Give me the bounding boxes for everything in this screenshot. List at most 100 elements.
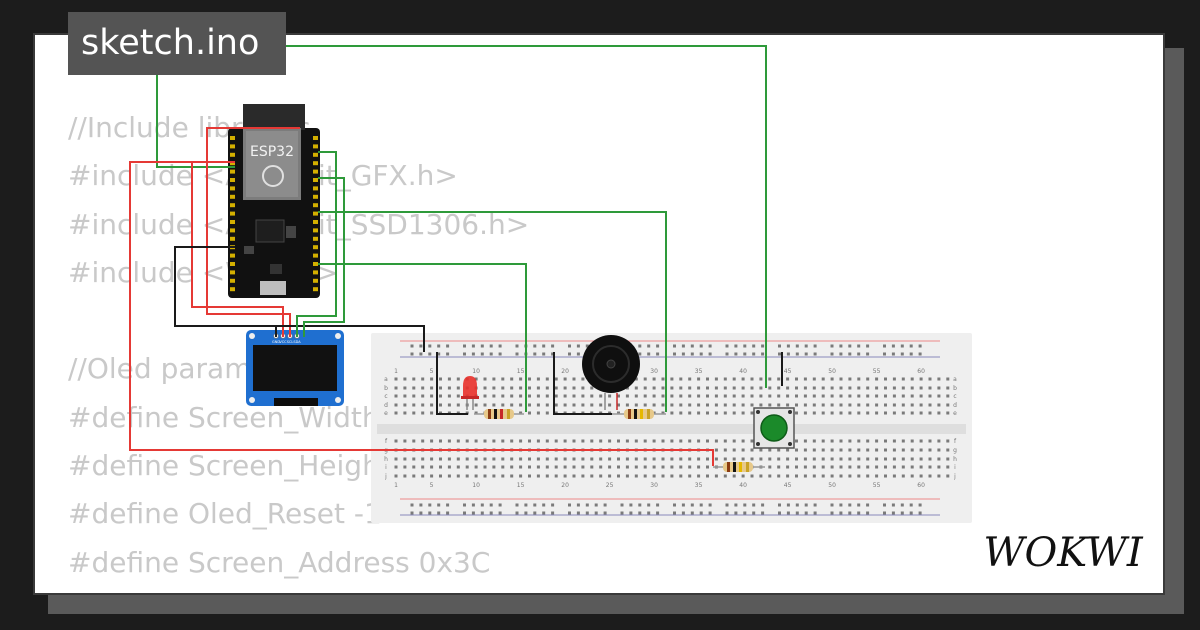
breadboard-hole: [430, 411, 434, 415]
breadboard-hole: [866, 386, 870, 390]
breadboard-hole: [892, 439, 896, 443]
rail-hole: [891, 344, 895, 348]
breadboard-hole: [910, 377, 914, 381]
breadboard-hole: [875, 457, 879, 461]
breadboard-hole: [830, 465, 834, 469]
breadboard-hole: [421, 457, 425, 461]
breadboard-hole: [492, 439, 496, 443]
breadboard-hole: [795, 386, 798, 390]
breadboard-hole: [652, 474, 656, 478]
breadboard-hole: [608, 439, 612, 443]
breadboard-hole: [812, 465, 816, 469]
rail-hole: [551, 344, 555, 348]
breadboard-hole: [483, 457, 487, 461]
breadboard-hole: [652, 439, 656, 443]
breadboard-hole: [679, 394, 683, 398]
breadboard-hole: [608, 457, 612, 461]
rail-hole: [690, 503, 694, 507]
breadboard-hole: [688, 403, 692, 407]
breadboard-hole: [492, 457, 496, 461]
breadboard-hole: [394, 457, 398, 461]
breadboard-hole: [563, 457, 567, 461]
column-number: 20: [561, 368, 569, 375]
rail-hole: [568, 503, 571, 507]
rail-hole: [804, 503, 808, 507]
rail-hole: [480, 352, 484, 356]
wires: [129, 45, 783, 466]
breadboard-hole: [866, 394, 870, 398]
breadboard-hole: [706, 439, 709, 443]
rail-hole: [437, 503, 441, 507]
rail-hole: [410, 344, 414, 348]
rail-hole: [419, 503, 423, 507]
rail-hole: [786, 503, 790, 507]
breadboard-hole: [617, 474, 620, 478]
breadboard-hole: [892, 465, 896, 469]
breadboard-hole: [803, 377, 807, 381]
breadboard-hole: [901, 394, 905, 398]
rail-hole: [848, 352, 852, 356]
rail-hole: [857, 352, 861, 356]
rail-hole: [594, 503, 598, 507]
breadboard-hole: [528, 394, 531, 398]
column-number: 25: [606, 482, 614, 489]
breadboard-hole: [456, 465, 460, 469]
breadboard-hole: [875, 439, 879, 443]
breadboard-hole: [456, 474, 460, 478]
breadboard-hole: [803, 439, 807, 443]
breadboard-hole: [714, 411, 718, 415]
breadboard-hole: [572, 386, 576, 390]
breadboard-hole: [697, 411, 701, 415]
rail-hole: [699, 511, 703, 515]
rail-hole: [752, 511, 756, 515]
breadboard-hole: [928, 377, 932, 381]
breadboard-hole: [830, 394, 834, 398]
breadboard-hole: [670, 403, 674, 407]
breadboard-hole: [492, 474, 496, 478]
column-number: 35: [695, 368, 703, 375]
rail-hole: [883, 503, 886, 507]
rail-hole: [813, 352, 817, 356]
breadboard-hole: [848, 457, 852, 461]
rail-hole: [620, 511, 624, 515]
breadboard-hole: [750, 474, 754, 478]
row-letter: h: [953, 456, 957, 463]
breadboard-hole: [554, 377, 558, 381]
breadboard-hole: [812, 439, 816, 443]
breadboard-hole: [812, 411, 816, 415]
breadboard-hole: [536, 457, 540, 461]
breadboard-hole: [848, 386, 852, 390]
rail-hole: [638, 344, 642, 348]
breadboard-hole: [839, 386, 843, 390]
breadboard-hole: [901, 403, 905, 407]
file-tab[interactable]: sketch.ino: [68, 12, 286, 75]
breadboard-hole: [803, 474, 807, 478]
breadboard-hole: [528, 377, 531, 381]
breadboard-hole: [946, 457, 950, 461]
breadboard-hole: [643, 439, 647, 443]
rail-hole: [804, 511, 808, 515]
breadboard-hole: [528, 403, 531, 407]
breadboard-hole: [608, 403, 612, 407]
breadboard-hole: [510, 474, 514, 478]
rail-hole: [778, 511, 781, 515]
breadboard-hole: [839, 448, 843, 452]
breadboard-hole: [545, 474, 549, 478]
breadboard-hole: [875, 377, 879, 381]
esp32-pin: [313, 161, 318, 166]
breadboard-hole: [706, 386, 709, 390]
breadboard-hole: [741, 439, 745, 443]
breadboard-hole: [892, 394, 896, 398]
rail-hole: [681, 344, 685, 348]
column-number: 55: [873, 368, 881, 375]
breadboard-hole: [634, 474, 638, 478]
row-letter: d: [953, 402, 957, 409]
breadboard-hole: [528, 457, 531, 461]
breadboard-hole: [412, 394, 416, 398]
rail-hole: [419, 352, 423, 356]
breadboard-hole: [910, 448, 914, 452]
breadboard-hole: [803, 457, 807, 461]
breadboard-hole: [412, 457, 416, 461]
breadboard-hole: [412, 386, 416, 390]
breadboard-hole: [421, 377, 425, 381]
